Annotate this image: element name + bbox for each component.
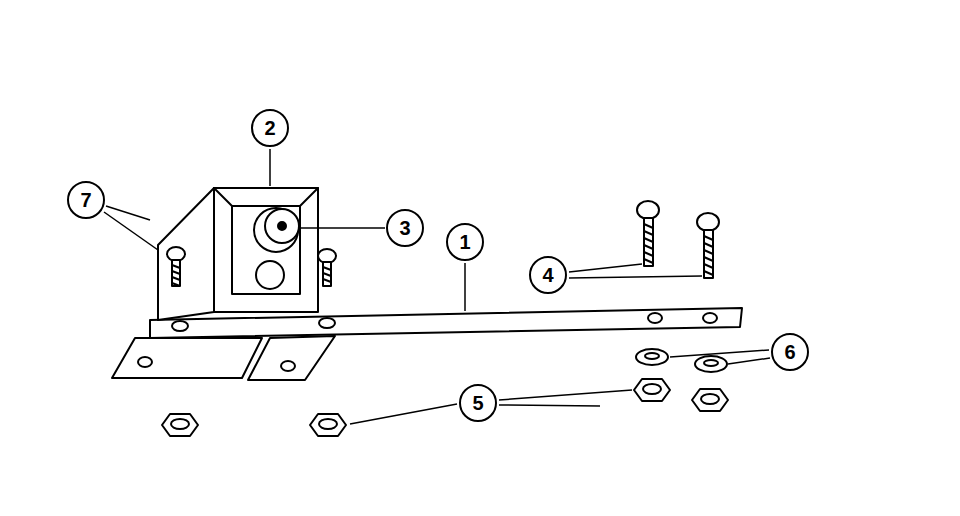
callout-circle: 5 [459,384,497,422]
tab-hole [281,361,295,371]
roller-axle [278,222,286,230]
leader-line [300,227,385,229]
leader-line [464,263,466,311]
housing-window [232,206,300,294]
screw-head [318,249,336,263]
callout-circle: 6 [771,333,809,371]
strip-hole [319,318,335,328]
screw-head [697,213,719,231]
mounting-tab [112,338,262,378]
nut-hole [171,419,189,429]
screw-shaft [323,262,331,286]
strip-hole [648,313,662,323]
strip-hole [703,313,717,323]
screw-thread [704,236,713,275]
housing-side [158,188,214,320]
callout-circle: 4 [529,256,567,294]
hex-nut [634,379,670,401]
callout-circle: 7 [67,181,105,219]
tab-hole [138,357,152,367]
hex-nut [162,414,198,436]
hex-nut [692,389,728,411]
washer [695,356,727,372]
nut-hole [701,394,719,404]
leader-line [104,212,158,250]
callout-number: 3 [399,218,410,238]
housing-front [214,188,318,312]
callout-number: 5 [472,393,483,413]
callout-circle: 3 [386,209,424,247]
leader-line [499,390,632,400]
washer [636,349,668,365]
screw-shaft [644,218,653,266]
roller-outer [254,208,298,252]
leader-line [670,350,769,357]
callout-circle: 2 [251,109,289,147]
hex-nut [310,414,346,436]
washer-hole [645,353,659,359]
leader-line [499,405,600,406]
leader-line [269,149,271,186]
screw-head [167,247,185,261]
screw-thread [644,224,653,263]
screw-thread [323,267,331,282]
leader-line [569,264,642,272]
callout-number: 7 [80,190,91,210]
callout-number: 6 [784,342,795,362]
callout-number: 2 [264,118,275,138]
screw-shaft [704,230,713,278]
strip-hole [172,321,188,331]
washer-hole [704,360,718,366]
leader-line [569,276,702,278]
lower-hole [256,261,284,289]
screw-thread [172,265,180,286]
screw-shaft [172,260,180,286]
screw-head [637,201,659,219]
leader-line [728,358,770,364]
leader-line [350,404,457,424]
callout-number: 4 [542,265,553,285]
housing-bevel [214,188,318,206]
roller-face [265,209,299,243]
nut-hole [643,384,661,394]
mounting-tab [248,336,335,380]
nut-hole [319,419,337,429]
callout-number: 1 [459,232,470,252]
callout-circle: 1 [446,223,484,261]
